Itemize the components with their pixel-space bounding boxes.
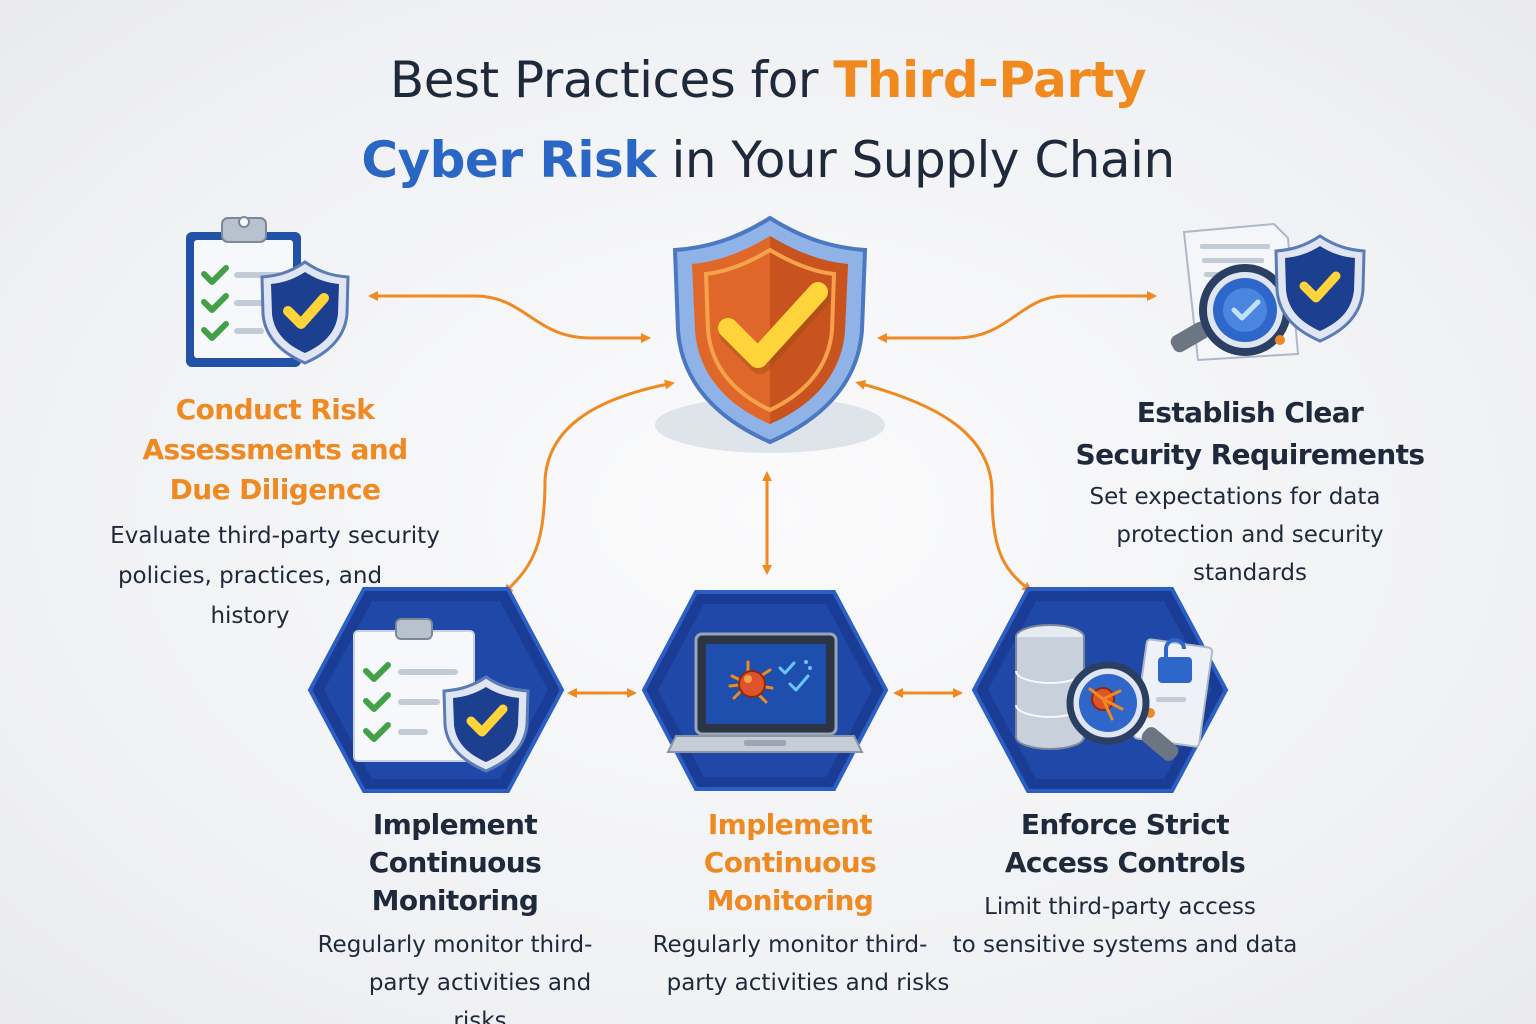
practice-description-line: Set expectations for data — [1089, 484, 1381, 510]
arrow-center-to-risk-assessment — [368, 291, 651, 343]
title-line-1: Best Practices for Third-Party — [0, 40, 1536, 120]
practice-heading-line: Access Controls — [1004, 846, 1246, 879]
practice-description-line: standards — [1192, 560, 1307, 586]
practice-heading-line: Establish Clear — [1136, 396, 1364, 429]
practice-heading: Implement Continuous Monitoring — [290, 806, 620, 920]
laptop-bug-hexagon-icon — [640, 588, 890, 793]
document-magnifier-shield-icon — [1170, 218, 1370, 368]
practice-heading: Implement Continuous Monitoring — [625, 806, 955, 920]
practice-heading-line: Implement Continuous — [368, 808, 542, 879]
title-suffix: in Your Supply Chain — [656, 131, 1175, 189]
clipboard-shield-icon — [180, 210, 355, 370]
practice-heading: Conduct Risk Assessments and Due Diligen… — [90, 390, 460, 510]
practice-heading-line: Due Diligence — [169, 473, 381, 506]
practice-description-line: party activities and risks — [666, 970, 950, 996]
practice-heading: Establish Clear Security Requirements — [1060, 392, 1440, 476]
practice-heading-line: Monitoring — [706, 884, 874, 917]
practice-description-line: party activities and risks — [368, 970, 592, 1024]
practice-access-controls: Enforce Strict Access Controls Limit thi… — [950, 806, 1300, 964]
title-highlight-third-party: Third-Party — [833, 51, 1147, 109]
practice-description-line: Evaluate third-party security — [110, 523, 440, 549]
practice-risk-assessment: Conduct Risk Assessments and Due Diligen… — [90, 390, 460, 636]
arrow-center-to-monitoring-left — [502, 379, 675, 595]
practice-continuous-monitoring-left: Implement Continuous Monitoring Regularl… — [290, 806, 620, 1024]
practice-description-line: Regularly monitor third- — [652, 932, 928, 958]
practice-description-line: to sensitive systems and data — [952, 932, 1298, 958]
practice-heading-line: Enforce Strict — [1020, 808, 1230, 841]
practice-heading-line: Assessments and — [142, 433, 408, 466]
practice-heading: Enforce Strict Access Controls — [950, 806, 1300, 882]
shield-check-icon — [640, 210, 900, 460]
arrow-center-to-requirements — [877, 291, 1157, 343]
practice-description-line: policies, practices, and — [117, 563, 383, 589]
practice-continuous-monitoring-center: Implement Continuous Monitoring Regularl… — [625, 806, 955, 1002]
practice-heading-line: Conduct Risk — [175, 393, 375, 426]
page-title: Best Practices for Third-Party Cyber Ris… — [0, 40, 1536, 200]
database-lock-hexagon-icon — [970, 585, 1230, 795]
title-prefix: Best Practices for — [389, 51, 834, 109]
practice-heading-line: Implement Continuous — [703, 808, 877, 879]
title-line-2: Cyber Risk in Your Supply Chain — [0, 120, 1536, 200]
practice-description-line: Regularly monitor third- — [317, 932, 593, 958]
practice-description: Evaluate third-party security policies, … — [90, 516, 460, 636]
practice-description-line: protection and security — [1116, 522, 1384, 548]
practice-description-line: Limit third-party access — [984, 894, 1256, 920]
practice-description-line: history — [210, 603, 290, 629]
practice-description: Limit third-party access to sensitive sy… — [950, 888, 1300, 964]
title-highlight-cyber-risk: Cyber Risk — [361, 131, 657, 189]
practice-heading-line: Monitoring — [371, 884, 539, 917]
practice-description: Regularly monitor third- party activitie… — [290, 926, 620, 1024]
practice-description: Regularly monitor third- party activitie… — [625, 926, 955, 1002]
practice-security-requirements: Establish Clear Security Requirements Se… — [1060, 392, 1440, 592]
arrow-center-to-access-controls — [855, 379, 1033, 592]
clipboard-shield-hexagon-icon — [306, 585, 566, 795]
practice-description: Set expectations for data protection and… — [1060, 478, 1440, 592]
practice-heading-line: Security Requirements — [1075, 438, 1426, 471]
